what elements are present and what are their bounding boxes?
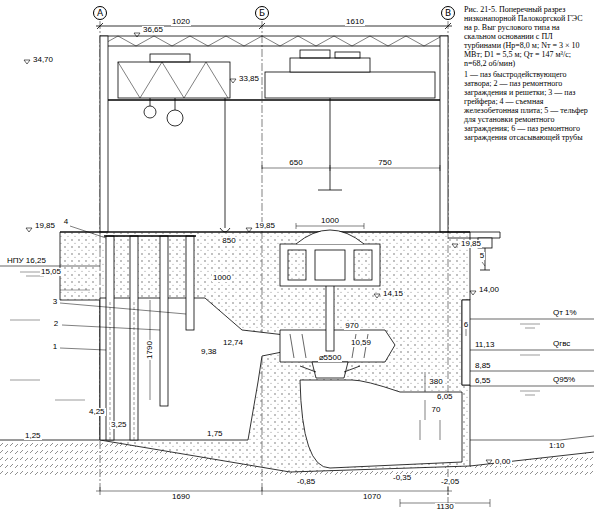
dimension-label: -2,05 bbox=[440, 478, 460, 486]
dimension-label: 19,85 bbox=[460, 240, 482, 248]
dimension-label: 12,74 bbox=[222, 339, 244, 347]
dimension-label: 1000 bbox=[320, 217, 340, 225]
dimension-label: 19,85 bbox=[34, 222, 56, 230]
dimension-label: 6,55 bbox=[474, 377, 492, 385]
dimension-label: 1,25 bbox=[24, 432, 42, 440]
dimension-label: Q95% bbox=[552, 376, 576, 384]
dimension-label: 14,00 bbox=[478, 286, 500, 294]
dimension-label: 1,75 bbox=[206, 430, 224, 438]
dimension-label: 34,70 bbox=[32, 56, 54, 64]
dimension-label: 750 bbox=[377, 159, 392, 167]
axis-letter: А bbox=[97, 9, 103, 18]
dimension-label: 33,85 bbox=[238, 75, 260, 83]
dimension-label: 0,00 bbox=[494, 458, 512, 466]
dimension-label: 1610 bbox=[345, 18, 365, 26]
dimension-label: 1070 bbox=[362, 493, 382, 501]
axis-marker: Б bbox=[255, 6, 269, 20]
axis-letter: Б bbox=[259, 9, 265, 18]
dimension-label: 1 bbox=[52, 343, 58, 351]
dimension-label: Qт 1% bbox=[552, 309, 578, 317]
legend-note: 1 — паз быстродействующего затвора; 2 — … bbox=[464, 71, 591, 143]
dimension-label: 4,25 bbox=[88, 408, 106, 416]
dimension-label: 70 bbox=[431, 406, 442, 414]
dimension-label: 19,85 bbox=[254, 222, 276, 230]
dimension-label: 5 bbox=[479, 252, 485, 260]
dimension-label: 1790 bbox=[146, 340, 154, 360]
dimension-label: 9,38 bbox=[200, 348, 218, 356]
dimension-label: 4 bbox=[63, 218, 69, 226]
dimension-label: 2 bbox=[53, 320, 59, 328]
dimension-label: 970 bbox=[344, 322, 359, 330]
dimension-label: 8,85 bbox=[474, 362, 492, 370]
axis-marker: В bbox=[441, 6, 455, 20]
dimension-label: 1690 bbox=[171, 493, 191, 501]
dimension-label: 380 bbox=[428, 378, 443, 386]
dimension-label: 15,05 bbox=[40, 268, 62, 276]
dimension-label: Qгвс bbox=[552, 340, 571, 348]
dimension-label: 1:10 bbox=[548, 442, 566, 450]
dimension-label: 11,13 bbox=[474, 341, 495, 349]
dimension-label: ⌀5500 bbox=[318, 354, 343, 362]
dimension-label: 1000 bbox=[212, 274, 232, 282]
figure-caption: Рис. 21-5. Поперечный разрез низконапорн… bbox=[464, 6, 591, 69]
axis-letter: В bbox=[445, 9, 451, 18]
dimension-label: 1130 bbox=[435, 503, 454, 511]
dimension-label: 36,65 bbox=[142, 26, 164, 34]
dimension-label: 650 bbox=[288, 159, 303, 167]
dimension-label: НПУ 16,25 bbox=[6, 257, 47, 265]
dimension-label: 3 bbox=[52, 298, 58, 306]
dimension-label: 3,25 bbox=[110, 421, 128, 429]
dimension-label: -0,35 bbox=[392, 474, 412, 482]
dimension-label: 10,59 bbox=[350, 339, 372, 347]
dimension-label: 6 bbox=[463, 321, 469, 329]
dimension-label: 6,05 bbox=[436, 393, 454, 401]
dimension-label: 850 bbox=[221, 237, 236, 245]
dimension-label: -0,85 bbox=[296, 478, 316, 486]
dimension-label: 1020 bbox=[171, 18, 191, 26]
axis-marker: А bbox=[93, 6, 107, 20]
dimension-label: 14,15 bbox=[382, 290, 404, 298]
